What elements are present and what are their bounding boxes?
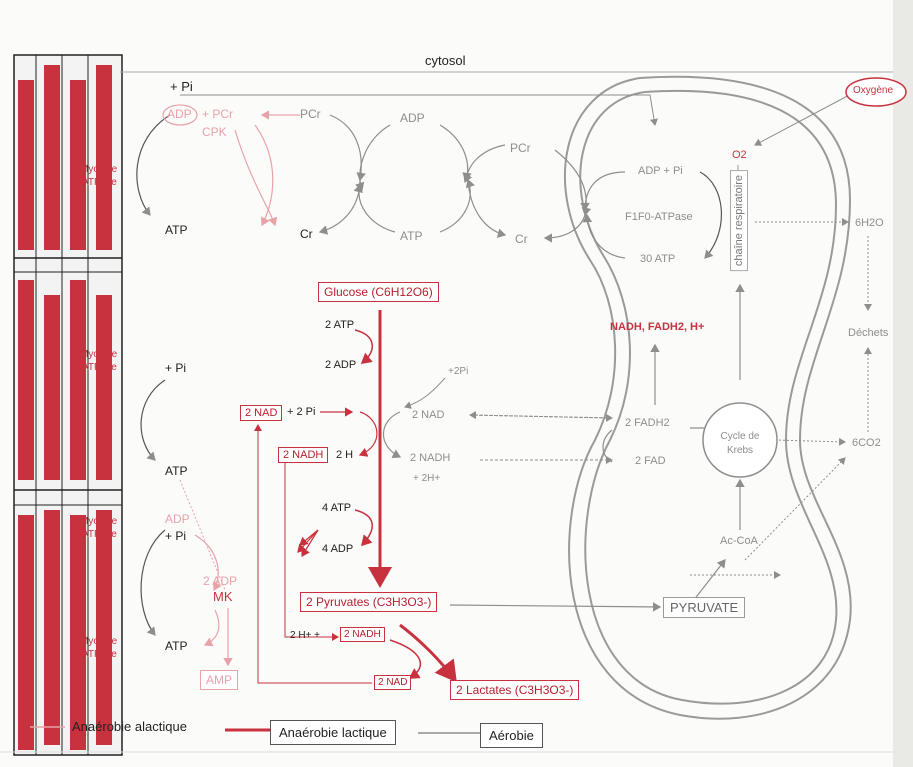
lactates-box: 2 Lactates (C3H3O3-) <box>450 680 580 700</box>
pyruvate-mito-box: PYRUVATE <box>663 597 746 618</box>
glycolysis-arrows <box>254 310 662 684</box>
h2-plus-label: 2 H+ + <box>290 630 321 641</box>
atp-top-left: ATP <box>165 223 188 237</box>
krebs-label: Cycle de Krebs <box>720 431 760 456</box>
amp-box: AMP <box>200 670 239 690</box>
plus-pcr: + PCr <box>202 107 234 121</box>
co2-label: 6CO2 <box>852 437 881 449</box>
pcr-right: PCr <box>510 141 531 155</box>
myosin-label-3b: ATPase <box>82 529 117 540</box>
myosin-label-4b: ATPase <box>82 649 117 660</box>
atp4-label: 4 ATP <box>322 502 352 514</box>
adp4-label: 4 ADP <box>322 543 354 555</box>
legend-aerobic: Aérobie <box>480 723 543 748</box>
adp2-label: 2 ADP <box>325 359 357 371</box>
nad-box-3: 2 NAD <box>374 675 412 690</box>
legend-alactic: Anaérobie alactique <box>72 719 187 734</box>
pcr-left: PCr <box>300 107 321 121</box>
cr-left: Cr <box>300 227 313 241</box>
waste-label: Déchets <box>848 327 889 339</box>
myosin-label-2b: ATPase <box>82 362 117 373</box>
acoa-label: Ac-CoA <box>720 535 758 547</box>
myosin-label-4a: Myosine <box>80 636 118 647</box>
glucose-box: Glucose (C6H12O6) <box>318 282 439 302</box>
atp-mid-left: ATP <box>165 464 188 478</box>
nadh-fadh-label: NADH, FADH2, H+ <box>610 321 705 333</box>
nadh-box-2: 2 NADH <box>340 627 385 642</box>
plus-2pi-grey: +2Pi <box>448 366 469 377</box>
cytosol-title: cytosol <box>425 53 466 68</box>
fadh2-label: 2 FADH2 <box>625 417 670 429</box>
cytosol-top-arrows <box>136 91 872 606</box>
plus-2pi: + 2 Pi <box>287 406 316 418</box>
h2-label: 2 H <box>336 449 354 461</box>
fad-label: 2 FAD <box>635 455 666 467</box>
atp-lower: ATP <box>165 639 188 653</box>
pi-top: + Pi <box>170 79 193 94</box>
pi-mid: + Pi <box>165 361 187 375</box>
adp-oval <box>162 104 198 126</box>
oxygen-oval <box>845 77 907 107</box>
respiratory-chain: chaîne respiratoire <box>730 170 748 272</box>
myosin-label-2a: Myosine <box>80 349 118 360</box>
adp2-lower: 2 ADP <box>203 574 238 588</box>
adp-pi-mito: ADP + Pi <box>638 165 683 177</box>
legend-lactic: Anaérobie lactique <box>270 720 396 745</box>
cpk-enzyme: CPK <box>202 125 227 139</box>
adp-mid: ADP <box>400 111 425 125</box>
adp-top: ADP <box>167 107 192 121</box>
page-edge <box>893 0 913 767</box>
lower-arrows <box>140 379 233 667</box>
muscle-fibers <box>13 54 123 756</box>
mitochondrion <box>563 75 852 720</box>
myosin-label-1a: Myosine <box>80 164 118 175</box>
atp-mid: ATP <box>400 229 423 243</box>
atp2-label: 2 ATP <box>325 319 355 331</box>
h-plus-grey: + 2H+ <box>413 473 441 484</box>
h2o-label: 6H2O <box>855 217 884 229</box>
adp-lower: ADP <box>165 512 190 526</box>
myosin-label-3a: Myosine <box>80 516 118 527</box>
f1f0-atpase: F1F0-ATPase <box>625 211 693 223</box>
atp-30: 30 ATP <box>640 253 676 265</box>
oxygen-label: Oxygène <box>853 85 894 96</box>
o2-label: O2 <box>732 149 747 161</box>
krebs-circle <box>702 402 778 478</box>
nadh2-box: 2 NADH <box>278 447 329 463</box>
legend-lines <box>0 726 893 753</box>
myosin-label-1b: ATPase <box>82 177 117 188</box>
nadh-grey: 2 NADH <box>410 452 451 464</box>
nad2-box: 2 NAD <box>240 405 283 421</box>
pyruvates-box: 2 Pyruvates (C3H3O3-) <box>300 592 438 612</box>
cr-right: Cr <box>515 232 528 246</box>
pi-lower: + Pi <box>165 529 187 543</box>
nad-grey: 2 NAD <box>412 409 445 421</box>
mk-enzyme: MK <box>213 589 233 604</box>
